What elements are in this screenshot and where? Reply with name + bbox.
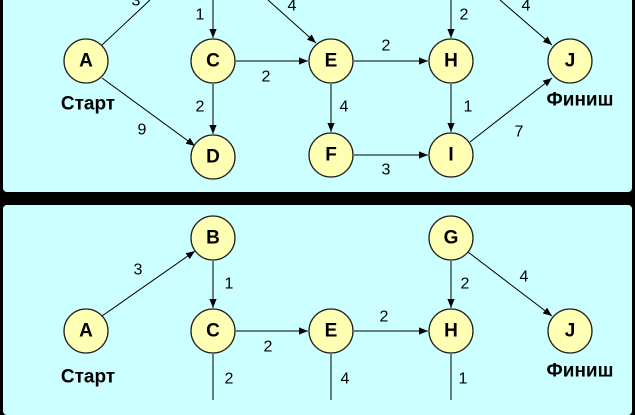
bottom-nodes: B G A C E H J: [63, 215, 593, 354]
weight-g-h-bottom: 2: [461, 276, 470, 293]
node-b-bottom: B: [190, 215, 236, 261]
weight-e-f-bottom: 4: [341, 371, 350, 388]
weight-b-c-bottom: 1: [225, 276, 234, 293]
weight-g-j: 4: [522, 0, 531, 15]
node-d-top: D: [190, 134, 236, 180]
weight-b-e: 4: [288, 0, 297, 15]
svg-text:E: E: [325, 51, 338, 72]
svg-text:C: C: [206, 321, 220, 342]
weight-c-d: 2: [196, 99, 205, 116]
svg-text:C: C: [206, 51, 220, 72]
svg-text:B: B: [206, 228, 220, 249]
node-f-top: F: [308, 132, 354, 178]
top-edges: [101, 0, 553, 159]
node-e-bottom: E: [308, 308, 354, 354]
weight-f-i: 3: [382, 162, 391, 179]
node-g-bottom: G: [428, 215, 474, 261]
node-a-top: A: [63, 38, 109, 84]
svg-text:I: I: [448, 145, 453, 166]
edge-a-b-bottom: [101, 250, 196, 317]
edge-g-j: [499, 0, 553, 46]
edge-a-b: [101, 0, 151, 46]
svg-text:H: H: [444, 51, 458, 72]
svg-text:H: H: [444, 321, 458, 342]
node-h-bottom: H: [428, 308, 474, 354]
weight-g-h: 2: [460, 7, 469, 24]
bottom-weights: 3 1 2 2 2 4 2 4 1: [134, 262, 529, 388]
svg-text:A: A: [79, 51, 93, 72]
weight-e-f: 4: [340, 99, 349, 116]
start-label-bottom: Старт: [61, 367, 115, 388]
svg-text:E: E: [325, 321, 338, 342]
weight-c-d-bottom: 2: [225, 371, 234, 388]
svg-text:A: A: [79, 321, 93, 342]
finish-label-bottom: Финиш: [547, 361, 614, 382]
edge-i-j: [469, 77, 553, 143]
weight-i-j: 7: [515, 124, 524, 141]
top-nodes: A C E H J D F I: [63, 38, 593, 180]
weight-h-i: 1: [464, 99, 473, 116]
node-c-top: C: [190, 38, 236, 84]
node-i-top: I: [428, 132, 474, 178]
svg-text:D: D: [206, 147, 220, 168]
node-a-bottom: A: [63, 308, 109, 354]
node-j-top: J: [547, 38, 593, 84]
finish-label-top: Финиш: [547, 90, 614, 111]
weight-e-h: 2: [382, 38, 391, 55]
start-label-top: Старт: [61, 94, 115, 115]
node-c-bottom: C: [190, 308, 236, 354]
svg-text:J: J: [565, 51, 576, 72]
edge-a-d: [101, 77, 196, 147]
weight-c-e: 2: [262, 69, 271, 86]
edge-b-e: [267, 0, 317, 44]
weight-a-b-bottom: 3: [134, 262, 143, 279]
weight-b-c: 1: [196, 7, 205, 24]
node-j-bottom: J: [547, 308, 593, 354]
svg-text:F: F: [325, 145, 337, 166]
weight-a-d: 9: [138, 122, 147, 139]
bottom-edges: [101, 250, 553, 400]
edge-g-j-bottom: [467, 251, 553, 317]
weight-a-b: 3: [132, 0, 141, 10]
node-h-top: H: [428, 38, 474, 84]
top-weights: 3 1 4 2 2 2 4 9 3 2 4 1 7: [132, 0, 531, 179]
svg-text:J: J: [565, 321, 576, 342]
weight-h-i-bottom: 1: [459, 371, 468, 388]
weight-e-h-bottom: 2: [380, 309, 389, 326]
svg-text:G: G: [444, 228, 459, 249]
graph-diagram: 3 1 4 2 2 2 4 9 3 2 4 1 7 A C E H J D F …: [61, 0, 614, 400]
weight-c-e-bottom: 2: [264, 339, 273, 356]
bottom-graph-panel: [3, 205, 632, 415]
node-e-top: E: [308, 38, 354, 84]
weight-g-j-bottom: 4: [520, 269, 529, 286]
